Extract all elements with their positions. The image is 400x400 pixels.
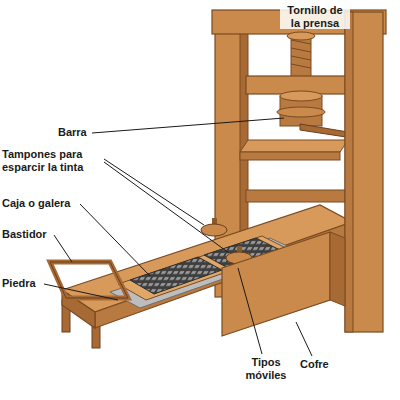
leader-line (92, 118, 284, 133)
screw-thread (291, 40, 311, 68)
leader-lines (44, 118, 312, 356)
leader-line (296, 322, 312, 356)
tympan-frame (50, 262, 128, 298)
part-label: Caja o galera (2, 197, 70, 210)
part-label: Tornillo de la prensa (280, 4, 350, 29)
part-label: Tampones para esparcir la tinta (2, 148, 102, 173)
tympan-frame-edge (50, 262, 128, 298)
bed-support (246, 190, 346, 202)
right-post (345, 12, 383, 332)
movable-type (130, 257, 222, 294)
screw (291, 34, 311, 78)
leader-line (80, 204, 150, 276)
part-label: Bastidor (2, 228, 47, 241)
part-label: Barra (58, 126, 87, 139)
leader-line (238, 268, 262, 354)
part-label: Piedra (2, 277, 36, 290)
nut-ring (277, 107, 325, 117)
leader-line (44, 284, 118, 300)
part-label: Cofre (300, 358, 329, 371)
coffer-side (330, 232, 345, 306)
leader-line (104, 159, 204, 225)
part-label: Tipos móviles (240, 356, 292, 381)
leader-line (54, 235, 72, 262)
ink-pad (201, 218, 227, 236)
coffer (222, 232, 330, 336)
right-post-side (345, 12, 353, 332)
platen-front (240, 152, 340, 160)
screw-cap (287, 32, 315, 40)
platen (240, 140, 348, 152)
leader-line (104, 162, 229, 253)
nut-top (280, 91, 322, 101)
